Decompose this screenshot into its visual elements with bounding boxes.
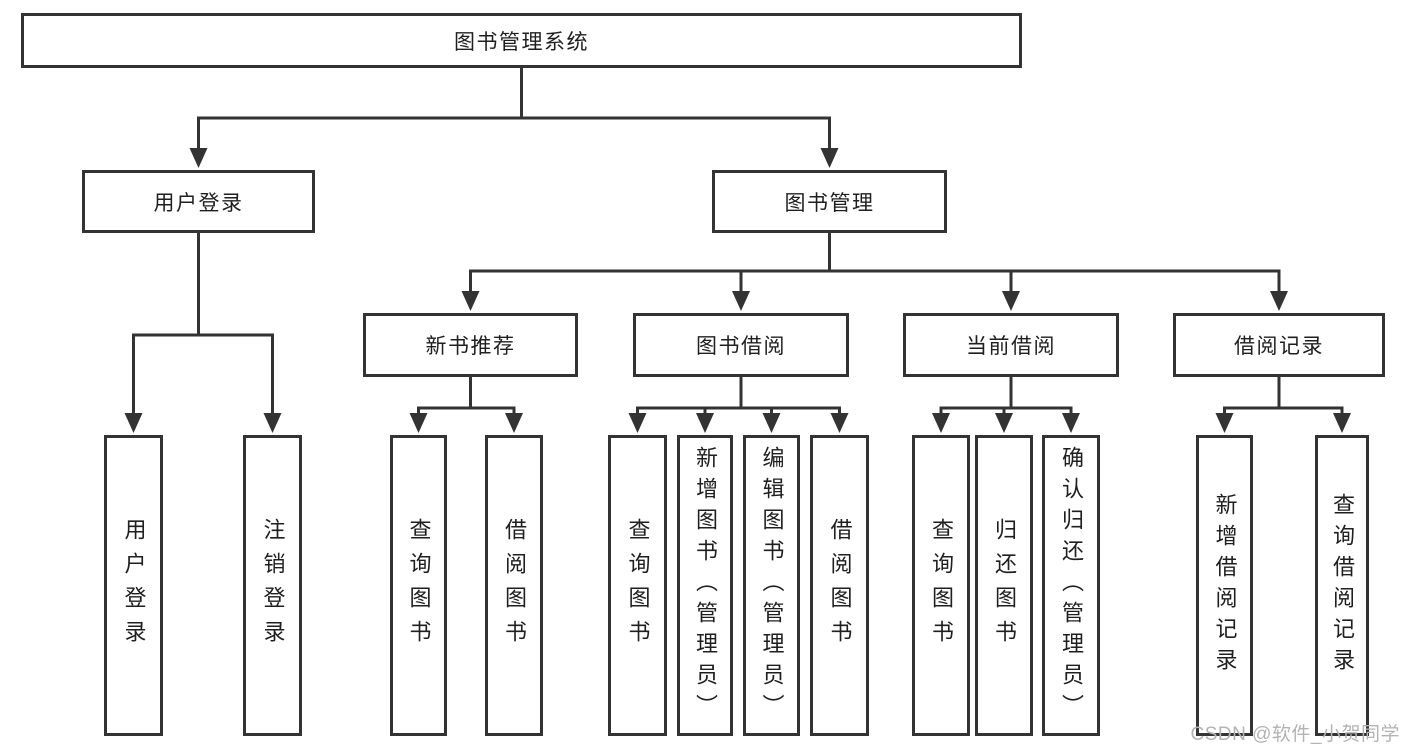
leaf-label: 查询图书 — [406, 517, 432, 654]
leaf-label: 新增借阅记录 — [1212, 492, 1238, 679]
arrow-down-icon — [696, 413, 714, 433]
leaf-label: 用户登录 — [121, 517, 147, 654]
arrow-down-icon — [995, 413, 1013, 433]
arrow-down-icon — [505, 413, 523, 433]
leaf-user-login: 用户登录 — [104, 435, 163, 736]
leaf-return-books: 归还图书 — [975, 435, 1033, 736]
leaf-add-books-admin: 新增图书（管理员） — [677, 435, 733, 736]
leaf-label: 借阅图书 — [502, 517, 527, 654]
leaf-label: 注销登录 — [260, 517, 286, 654]
leaf-logout: 注销登录 — [243, 435, 302, 736]
leaf-borrow-books-recommend: 借阅图书 — [485, 435, 543, 736]
node-book-management-branch: 图书管理 — [712, 170, 947, 233]
leaf-query-borrow-record: 查询借阅记录 — [1315, 435, 1369, 736]
arrow-down-icon — [932, 413, 950, 433]
leaf-label: 归还图书 — [992, 517, 1017, 654]
arrow-down-icon — [1333, 413, 1351, 433]
leaf-add-borrow-record: 新增借阅记录 — [1196, 435, 1253, 736]
node-borrow-records: 借阅记录 — [1173, 313, 1385, 377]
arrow-down-icon — [1215, 413, 1234, 433]
arrow-down-icon — [830, 413, 849, 433]
leaf-edit-books-admin: 编辑图书（管理员） — [743, 435, 800, 736]
arrow-down-icon — [1062, 413, 1080, 433]
node-library-management-system: 图书管理系统 — [21, 13, 1022, 68]
arrow-down-icon — [461, 291, 480, 311]
leaf-label: 编辑图书（管理员） — [759, 446, 785, 725]
arrow-down-icon — [732, 291, 750, 311]
arrow-down-icon — [820, 148, 839, 168]
leaf-label: 查询图书 — [929, 517, 954, 654]
leaf-label: 新增图书（管理员） — [693, 446, 718, 725]
leaf-confirm-return-admin: 确认归还（管理员） — [1042, 435, 1100, 736]
node-user-login-branch: 用户登录 — [82, 170, 315, 233]
connector-lines — [132, 66, 1344, 417]
watermark: CSDN @软件_小贺同学 — [1190, 724, 1400, 745]
node-book-borrow: 图书借阅 — [633, 313, 849, 377]
node-current-borrow: 当前借阅 — [903, 313, 1119, 377]
leaf-query-books-recommend: 查询图书 — [390, 435, 447, 736]
arrowhead-icons — [124, 148, 1351, 433]
node-new-book-recommend: 新书推荐 — [363, 313, 578, 377]
arrow-down-icon — [628, 413, 647, 433]
leaf-borrow-books: 借阅图书 — [810, 435, 869, 736]
arrow-down-icon — [762, 413, 781, 433]
leaf-label: 确认归还（管理员） — [1059, 446, 1084, 725]
arrow-down-icon — [1270, 291, 1288, 311]
arrow-down-icon — [409, 413, 428, 433]
leaf-label: 查询借阅记录 — [1330, 492, 1355, 679]
leaf-query-books-borrow: 查询图书 — [608, 435, 667, 736]
arrow-down-icon — [189, 148, 208, 168]
arrow-down-icon — [1002, 291, 1020, 311]
arrow-down-icon — [263, 413, 282, 433]
leaf-label: 借阅图书 — [827, 517, 853, 654]
leaf-query-books-current: 查询图书 — [912, 435, 970, 736]
arrow-down-icon — [124, 413, 143, 433]
leaf-label: 查询图书 — [625, 517, 651, 654]
